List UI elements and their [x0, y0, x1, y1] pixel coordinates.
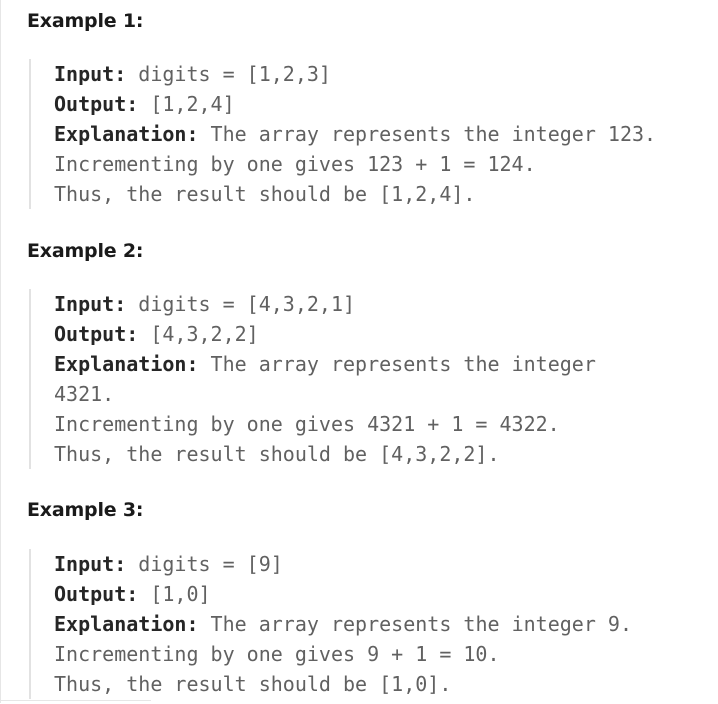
explanation-text: Incrementing by one gives 4321 + 1 = 432… — [54, 412, 560, 436]
example-3-explanation-line: Explanation: The array represents the in… — [54, 609, 632, 639]
output-value: [1,0] — [150, 582, 211, 606]
input-label: Input: — [54, 292, 127, 316]
example-2-block: Input: digits = [4,3,2,1] Output: [4,3,2… — [29, 289, 596, 469]
output-label: Output: — [54, 322, 139, 346]
example-3-output-line: Output: [1,0] — [54, 579, 632, 609]
explanation-text: Thus, the result should be [1,2,4]. — [54, 182, 476, 206]
input-value: digits = [1,2,3] — [138, 62, 331, 86]
input-value: digits = [4,3,2,1] — [138, 292, 356, 316]
input-label: Input: — [54, 552, 127, 576]
bottom-divider — [1, 700, 151, 704]
example-2-input-line: Input: digits = [4,3,2,1] — [54, 289, 596, 319]
explanation-text: Thus, the result should be [4,3,2,2]. — [54, 442, 500, 466]
example-3-input-line: Input: digits = [9] — [54, 549, 632, 579]
example-1-block: Input: digits = [1,2,3] Output: [1,2,4] … — [29, 59, 656, 209]
input-label: Input: — [54, 62, 127, 86]
example-1-explanation-line: Explanation: The array represents the in… — [54, 119, 656, 149]
example-1-title: Example 1: — [27, 10, 144, 32]
input-value: digits = [9] — [138, 552, 283, 576]
example-2-explanation-line: Explanation: The array represents the in… — [54, 349, 596, 379]
example-2-title: Example 2: — [27, 240, 144, 262]
output-value: [1,2,4] — [150, 92, 235, 116]
explanation-text: Incrementing by one gives 123 + 1 = 124. — [54, 152, 536, 176]
explanation-label: Explanation: — [54, 352, 199, 376]
output-label: Output: — [54, 582, 139, 606]
output-label: Output: — [54, 92, 139, 116]
explanation-label: Explanation: — [54, 122, 199, 146]
example-3-title: Example 3: — [27, 499, 144, 521]
example-2-output-line: Output: [4,3,2,2] — [54, 319, 596, 349]
explanation-text: The array represents the integer — [210, 352, 596, 376]
explanation-label: Explanation: — [54, 612, 199, 636]
explanation-text: Thus, the result should be [1,0]. — [54, 672, 452, 696]
explanation-text: The array represents the integer 9. — [210, 612, 632, 636]
example-3-block: Input: digits = [9] Output: [1,0] Explan… — [29, 549, 632, 699]
output-value: [4,3,2,2] — [150, 322, 259, 346]
example-1-input-line: Input: digits = [1,2,3] — [54, 59, 656, 89]
example-1-output-line: Output: [1,2,4] — [54, 89, 656, 119]
explanation-text: 4321. — [54, 382, 115, 406]
explanation-text: The array represents the integer 123. — [210, 122, 657, 146]
explanation-text: Incrementing by one gives 9 + 1 = 10. — [54, 642, 500, 666]
